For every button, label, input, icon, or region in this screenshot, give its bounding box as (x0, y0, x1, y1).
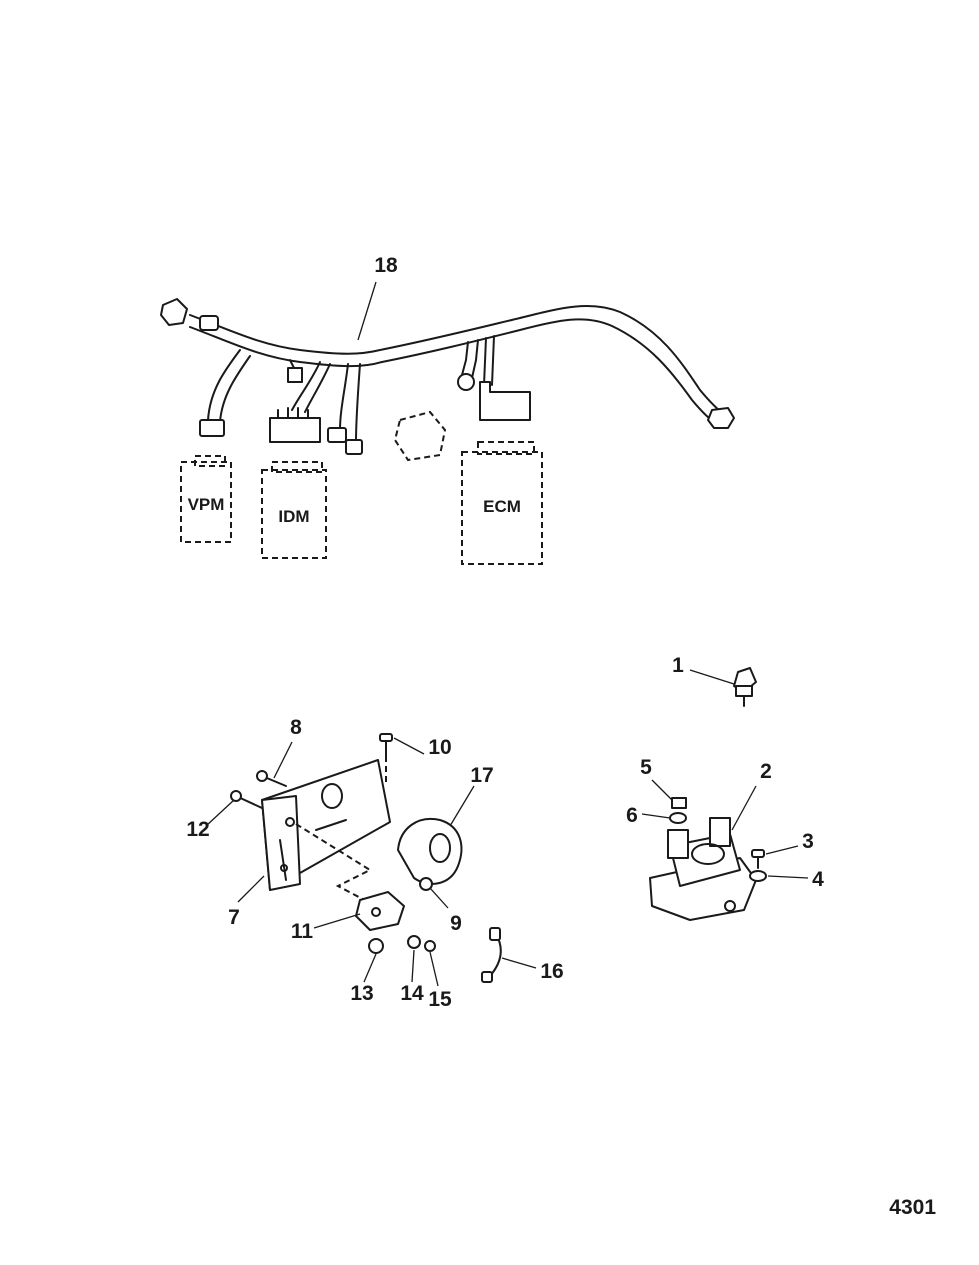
wiring-harness (160, 298, 735, 462)
switch-11 (355, 891, 405, 931)
callout-1: 1 (672, 654, 684, 677)
callout-6: 6 (626, 804, 638, 827)
washer-4 (749, 870, 767, 882)
callout-17: 17 (470, 764, 493, 787)
nut-13 (368, 938, 384, 954)
callout-5: 5 (640, 756, 652, 779)
callout-9: 9 (450, 912, 462, 935)
callout-4: 4 (812, 868, 824, 891)
vpm-module: VPM (180, 455, 232, 543)
screw-10 (379, 733, 393, 761)
nut-15 (424, 940, 436, 952)
sensor-1 (733, 667, 757, 707)
callouts: 18 1 2 3 4 5 6 7 8 9 10 11 12 13 14 15 1… (186, 254, 824, 1011)
mounting-bracket (261, 759, 391, 891)
callout-14: 14 (400, 982, 424, 1005)
callout-8: 8 (290, 716, 302, 739)
wire-16 (481, 927, 502, 983)
callout-12: 12 (186, 818, 209, 841)
ecm-label: ECM (483, 497, 521, 516)
callout-11: 11 (291, 920, 314, 943)
figure-number: 4301 (889, 1196, 936, 1219)
callout-18: 18 (374, 254, 398, 277)
nut-5 (671, 797, 687, 809)
screw-8 (256, 770, 287, 787)
motor-17 (397, 817, 463, 891)
vpm-label: VPM (188, 495, 225, 514)
screw-3 (751, 849, 765, 869)
idm-label: IDM (278, 507, 309, 526)
idm-module: IDM (261, 461, 327, 559)
callout-10: 10 (428, 736, 451, 759)
callout-2: 2 (760, 760, 772, 783)
callout-15: 15 (428, 988, 452, 1011)
callout-13: 13 (350, 982, 373, 1005)
solenoid-2 (649, 817, 757, 921)
washer-6 (669, 812, 687, 824)
leader-lines (205, 281, 809, 987)
callout-3: 3 (802, 830, 814, 853)
washer-14 (407, 935, 421, 949)
screw-12 (230, 790, 263, 809)
callout-7: 7 (228, 906, 240, 929)
ecm-module: ECM (461, 441, 543, 565)
assembly-line-11 (295, 823, 373, 905)
callout-16: 16 (540, 960, 563, 983)
